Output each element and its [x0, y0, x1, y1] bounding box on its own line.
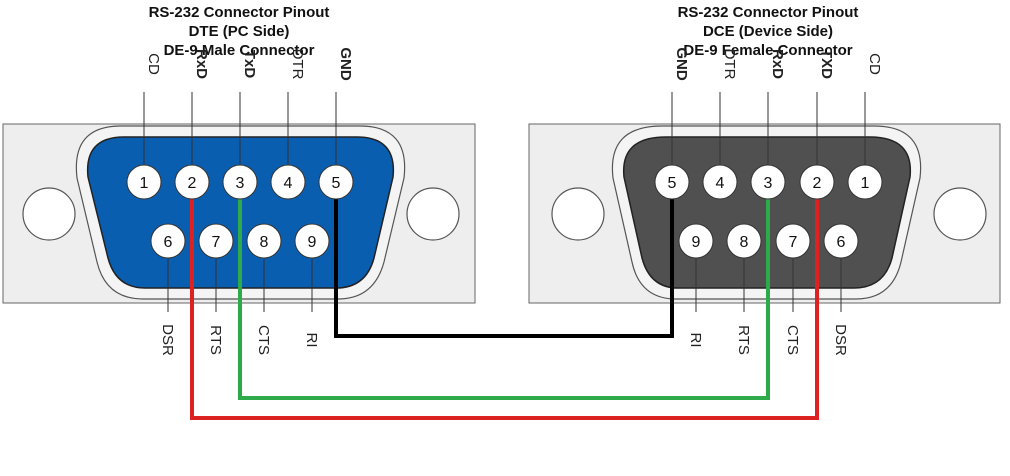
right-title-line: DCE (Device Side) — [703, 23, 833, 40]
left-signal-label: RxD — [193, 49, 210, 79]
right-signal-label: RTS — [735, 325, 752, 355]
left-pin-number: 6 — [164, 234, 173, 251]
right-pin-9 — [678, 223, 714, 259]
right-signal-label: TXD — [818, 49, 835, 79]
left-mounting-hole — [406, 187, 460, 241]
left-pin-number: 4 — [284, 175, 293, 192]
left-pin-7 — [198, 223, 234, 259]
wire-3 — [190, 195, 819, 420]
right-pin-number: 7 — [789, 234, 798, 251]
left-pin-number: 9 — [308, 234, 317, 251]
right-signal-label: RI — [687, 333, 704, 348]
left-pin-2 — [174, 164, 210, 200]
right-signal-label: GND — [673, 47, 690, 81]
left-pin-4 — [270, 164, 306, 200]
left-title-line: RS-232 Connector Pinout — [149, 4, 330, 21]
right-signal-label: DSR — [832, 324, 849, 356]
pins: 1 2 3 4 5 6 7 8 9 5 4 3 2 1 9 8 7 6 — [126, 164, 883, 259]
right-pin-3 — [750, 164, 786, 200]
left-pin-number: 7 — [212, 234, 221, 251]
left-signal-label: RTS — [207, 325, 224, 355]
right-pin-1 — [847, 164, 883, 200]
right-pin-number: 9 — [692, 234, 701, 251]
right-title-line: RS-232 Connector Pinout — [678, 4, 859, 21]
left-title-line: DTE (PC Side) — [189, 23, 290, 40]
right-signal-label: CTS — [784, 325, 801, 355]
left-signal-label: CTS — [255, 325, 272, 355]
right-signal-label: RxD — [769, 49, 786, 79]
cable-wires — [190, 195, 819, 420]
left-pin-9 — [294, 223, 330, 259]
left-signal-label: DSR — [159, 324, 176, 356]
right-pin-number: 3 — [764, 175, 773, 192]
right-pin-number: 4 — [716, 175, 725, 192]
left-pin-number: 3 — [236, 175, 245, 192]
wire-1 — [334, 195, 674, 338]
left-pin-3 — [222, 164, 258, 200]
right-pin-number: 6 — [837, 234, 846, 251]
left-signal-label: DTR — [289, 49, 306, 80]
right-signal-label: CD — [866, 53, 883, 75]
right-pin-2 — [799, 164, 835, 200]
right-pin-number: 1 — [861, 175, 870, 192]
left-signal-label: RI — [303, 333, 320, 348]
right-mounting-hole — [551, 187, 605, 241]
right-mounting-hole — [933, 187, 987, 241]
left-mounting-hole — [22, 187, 76, 241]
left-signal-label: TxD — [241, 50, 258, 79]
left-signal-label: GND — [337, 47, 354, 81]
connector-plates — [2, 123, 1001, 304]
signal-leads — [143, 92, 866, 312]
wire-2 — [238, 195, 770, 400]
left-title-line: DE-9 Male Connector — [164, 42, 315, 59]
left-pin-number: 8 — [260, 234, 269, 251]
left-pin-number: 1 — [140, 175, 149, 192]
right-pin-7 — [775, 223, 811, 259]
left-pin-number: 2 — [188, 175, 197, 192]
left-pin-8 — [246, 223, 282, 259]
left-pin-1 — [126, 164, 162, 200]
right-pin-6 — [823, 223, 859, 259]
right-signal-label: DTR — [721, 49, 738, 80]
left-pin-number: 5 — [332, 175, 341, 192]
right-pin-number: 5 — [668, 175, 677, 192]
left-pin-5 — [318, 164, 354, 200]
right-pin-8 — [726, 223, 762, 259]
right-title-line: DE-9 Female Connector — [683, 42, 852, 59]
left-signal-label: CD — [145, 53, 162, 75]
right-pin-5 — [654, 164, 690, 200]
right-pin-number: 8 — [740, 234, 749, 251]
right-pin-4 — [702, 164, 738, 200]
right-pin-number: 2 — [813, 175, 822, 192]
left-pin-6 — [150, 223, 186, 259]
